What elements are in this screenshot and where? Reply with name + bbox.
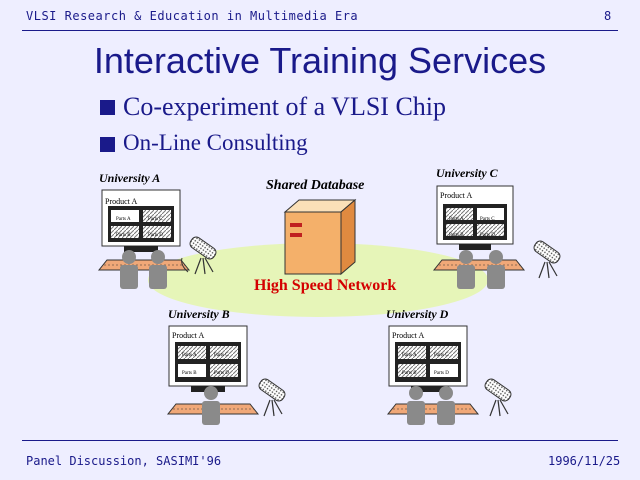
part-label: Parts A <box>402 353 417 358</box>
page-number: 8 <box>604 9 612 23</box>
part-label: Parts C <box>480 217 495 222</box>
network-ellipse <box>148 243 488 317</box>
university-a-label: University A <box>99 171 161 185</box>
part-label: Parts A <box>449 217 464 222</box>
part-label: Parts A <box>182 353 197 358</box>
product-label: Product A <box>440 191 472 200</box>
university-d-label: University D <box>386 307 449 321</box>
part-label: Parts D <box>480 233 495 238</box>
university-b-label: University B <box>168 307 230 321</box>
part-label: Parts C <box>214 353 229 358</box>
part-label: Parts C <box>148 217 163 222</box>
network-label: High Speed Network <box>254 277 397 294</box>
part-label: Parts B <box>402 371 417 376</box>
slide-title: Interactive Training Services <box>93 40 547 81</box>
database-server-icon <box>283 198 357 276</box>
workstation-university-a <box>101 189 181 252</box>
part-label: Parts B <box>182 371 197 376</box>
footer-event: Panel Discussion, SASIMI'96 <box>26 454 222 468</box>
product-label: Product A <box>105 197 137 206</box>
header-rule <box>22 30 618 31</box>
part-label: Parts A <box>116 217 131 222</box>
part-label: Parts D <box>434 371 449 376</box>
part-label: Parts C <box>434 353 449 358</box>
product-label: Product A <box>392 331 424 340</box>
workstation-university-d <box>388 325 468 392</box>
network-diagram: Product A Parts A Parts C Parts B Parts … <box>98 185 563 425</box>
bullet-marker <box>100 100 115 115</box>
database-label: Shared Database <box>266 178 365 193</box>
workstation-university-c <box>436 185 514 250</box>
part-label: Parts B <box>116 233 131 238</box>
part-label: Parts D <box>148 233 163 238</box>
part-label: Parts B <box>449 233 464 238</box>
footer-date: 1996/11/25 <box>548 454 621 468</box>
bullet-text: Co-experiment of a VLSI Chip <box>123 92 447 121</box>
header-title: VLSI Research & Education in Multimedia … <box>26 9 359 23</box>
workstation-university-b <box>168 325 248 392</box>
product-label: Product A <box>172 331 204 340</box>
part-label: Parts D <box>214 371 229 376</box>
bullet-marker <box>100 137 115 152</box>
footer-rule <box>22 440 618 441</box>
university-c-label: University C <box>436 166 498 180</box>
bullet-text: On-Line Consulting <box>123 130 308 155</box>
